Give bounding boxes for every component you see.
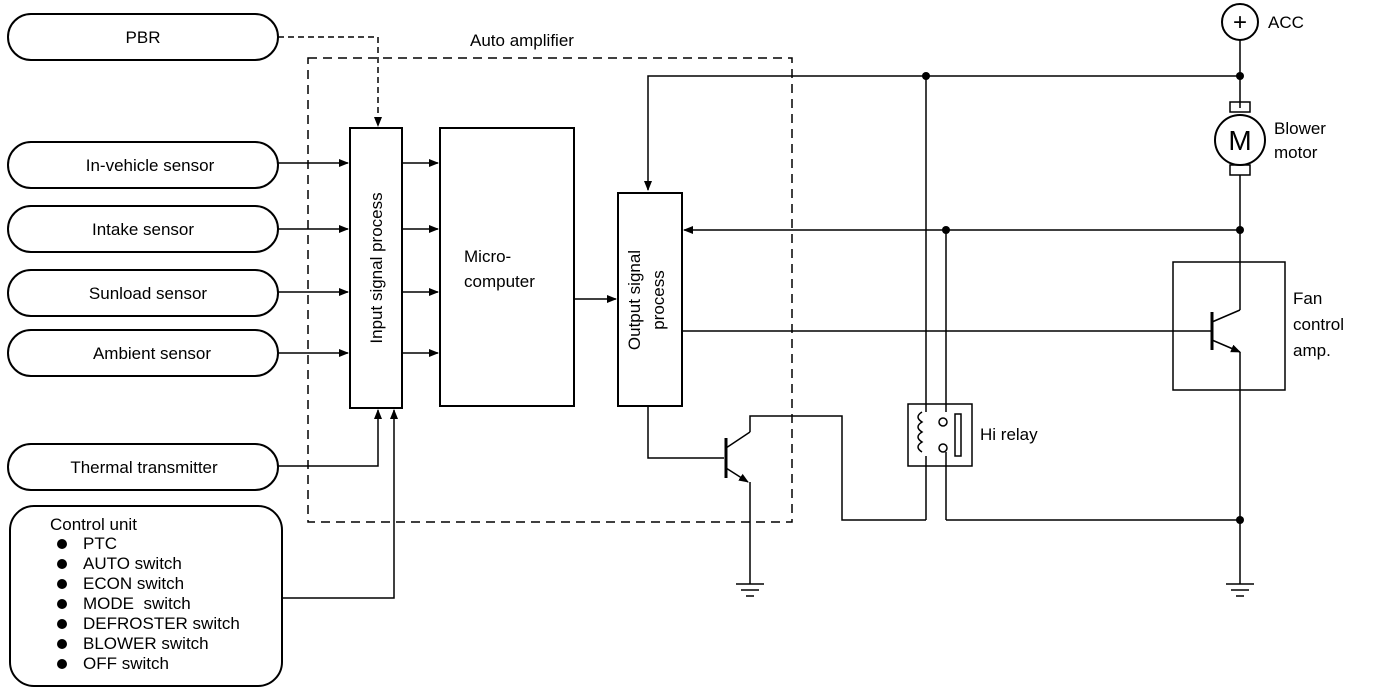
input-to-microcomputer-wires — [402, 159, 439, 357]
auto-amplifier-label: Auto amplifier — [470, 31, 574, 50]
ground-icon — [1226, 583, 1254, 597]
sunload-sensor: Sunload sensor — [7, 269, 279, 317]
acc-terminal: + ACC — [1221, 3, 1304, 41]
bullet-icon — [57, 619, 67, 629]
control-unit-item: ECON switch — [83, 574, 184, 593]
control-unit-title: Control unit — [50, 515, 137, 534]
control-unit: Control unit PTC AUTO switch ECON switch… — [9, 505, 283, 687]
input-signal-process-label: Input signal process — [367, 192, 386, 343]
bullet-icon — [57, 579, 67, 589]
microcomputer-block: Micro- computer — [439, 127, 575, 407]
pbr-sensor: PBR — [7, 13, 279, 61]
blower-motor-label-1: Blower — [1274, 119, 1326, 138]
pbr-label: PBR — [126, 28, 161, 47]
sensor-input-wires — [278, 36, 398, 599]
hi-relay: Hi relay — [907, 403, 1038, 520]
input-signal-process-block: Input signal process — [349, 127, 403, 409]
control-unit-item: DEFROSTER switch — [83, 614, 240, 633]
bullet-icon — [57, 539, 67, 549]
control-unit-item: OFF switch — [83, 654, 169, 673]
fan-control-amp-label-1: Fan — [1293, 289, 1322, 308]
acc-label: ACC — [1268, 13, 1304, 32]
auto-amplifier-boundary: Auto amplifier — [307, 31, 793, 523]
bullet-icon — [57, 659, 67, 669]
fan-control-amp: Fan control amp. — [682, 261, 1344, 520]
plus-icon: + — [1233, 9, 1247, 36]
microcomputer-label-2: computer — [464, 272, 535, 291]
blower-motor-label-2: motor — [1274, 143, 1318, 162]
supply-wires — [644, 40, 1244, 412]
control-unit-item: AUTO switch — [83, 554, 182, 573]
ground-icon — [736, 583, 764, 597]
output-signal-process-label-1: Output signal — [625, 250, 644, 350]
sunload-sensor-label: Sunload sensor — [89, 284, 207, 303]
driver-transistor — [647, 406, 926, 584]
control-unit-items: PTC AUTO switch ECON switch MODE switch … — [57, 534, 240, 673]
blower-motor: M Blower motor — [1214, 101, 1326, 176]
bullet-icon — [57, 639, 67, 649]
motor-feedback-wires — [683, 175, 1244, 412]
fan-control-amp-label-3: amp. — [1293, 341, 1331, 360]
fan-control-amp-label-2: control — [1293, 315, 1344, 334]
ambient-sensor: Ambient sensor — [7, 329, 279, 377]
in-vehicle-sensor: In-vehicle sensor — [7, 141, 279, 189]
microcomputer-label-1: Micro- — [464, 247, 511, 266]
hi-relay-label: Hi relay — [980, 425, 1038, 444]
output-signal-process-label-2: process — [649, 270, 668, 330]
thermal-transmitter-label: Thermal transmitter — [70, 458, 218, 477]
ambient-sensor-label: Ambient sensor — [93, 344, 211, 363]
control-unit-item: MODE switch — [83, 594, 191, 613]
control-unit-item: PTC — [83, 534, 117, 553]
bullet-icon — [57, 559, 67, 569]
intake-sensor: Intake sensor — [7, 205, 279, 253]
control-unit-item: BLOWER switch — [83, 634, 209, 653]
in-vehicle-sensor-label: In-vehicle sensor — [86, 156, 215, 175]
bullet-icon — [57, 599, 67, 609]
intake-sensor-label: Intake sensor — [92, 220, 194, 239]
motor-icon: M — [1228, 125, 1251, 156]
output-signal-process-block: Output signal process — [617, 192, 683, 407]
thermal-transmitter: Thermal transmitter — [7, 443, 279, 491]
ground-wires — [946, 516, 1244, 584]
